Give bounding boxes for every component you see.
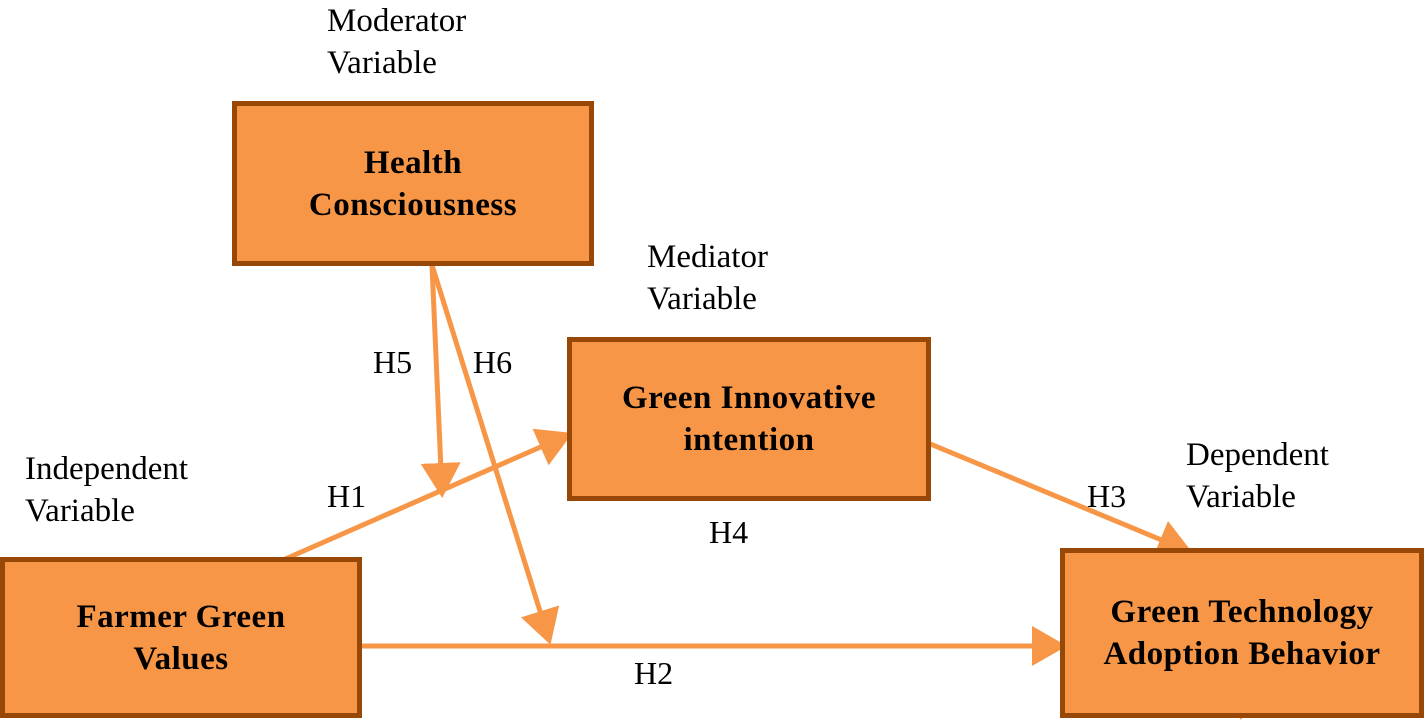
node-farmer-line1: Farmer Green [76, 598, 286, 635]
node-green-innovative-intention: Green Innovative intention [567, 337, 931, 501]
hypothesis-h6-label: H6 [473, 344, 513, 380]
arrow-h6 [429, 264, 560, 645]
hypothesis-h2-label: H2 [634, 655, 674, 691]
node-adoption-line1: Green Technology [1110, 594, 1374, 630]
independent-role-label: Independent Variable [25, 451, 189, 529]
arrow-h3 [927, 440, 1193, 558]
arrow-h1 [281, 428, 573, 563]
node-adoption-line2: Adoption Behavior [1103, 636, 1381, 672]
moderator-role-label: Moderator Variable [327, 3, 467, 81]
node-farmer-line2: Values [133, 640, 229, 677]
node-green-technology-adoption-behavior: Green Technology Adoption Behavior [1060, 548, 1424, 718]
dependent-role-label: Dependent Variable [1186, 437, 1329, 515]
hypothesis-h4-label: H4 [709, 514, 749, 550]
node-farmer-green-values: Farmer Green Values [0, 557, 362, 718]
hypothesis-h5-label: H5 [373, 344, 413, 380]
node-health-line1: Health [363, 144, 463, 181]
node-green-innovative-line2: intention [683, 422, 815, 458]
node-green-innovative-line1: Green Innovative [622, 380, 876, 416]
mediator-role-label: Mediator Variable [647, 239, 768, 317]
node-health-line2: Consciousness [308, 186, 518, 223]
arrow-h5 [420, 264, 461, 498]
node-health-consciousness: Health Consciousness [232, 101, 594, 266]
hypothesis-h1-label: H1 [327, 478, 367, 514]
hypothesis-h3-label: H3 [1087, 478, 1127, 514]
